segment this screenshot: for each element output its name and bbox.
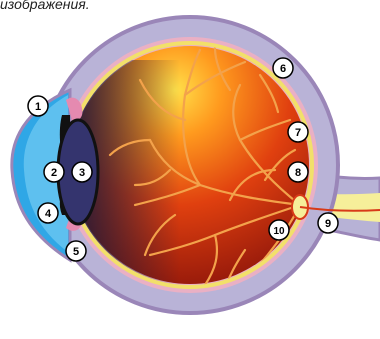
marker-9: 9	[318, 213, 338, 233]
label-5: 5	[73, 246, 79, 258]
label-9: 9	[325, 218, 331, 230]
label-1: 1	[35, 101, 41, 113]
marker-8: 8	[288, 162, 308, 182]
label-8: 8	[295, 167, 301, 179]
marker-6: 6	[273, 58, 293, 78]
label-10: 10	[273, 226, 285, 237]
marker-7: 7	[288, 122, 308, 142]
marker-3: 3	[72, 162, 92, 182]
marker-2: 2	[44, 162, 64, 182]
label-2: 2	[51, 167, 57, 179]
label-7: 7	[295, 127, 301, 139]
label-6: 6	[280, 63, 286, 75]
label-3: 3	[79, 167, 85, 179]
label-4: 4	[45, 208, 52, 220]
marker-5: 5	[66, 241, 86, 261]
marker-10: 10	[269, 220, 289, 240]
marker-1: 1	[28, 96, 48, 116]
marker-4: 4	[38, 203, 58, 223]
